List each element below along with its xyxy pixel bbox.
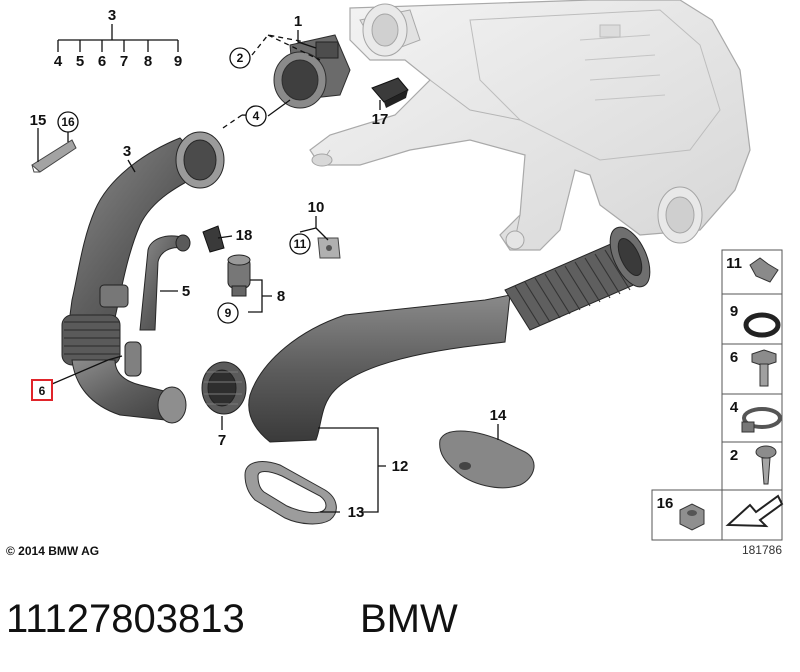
callout-15: 15: [30, 112, 47, 129]
callout-18: 18: [236, 227, 253, 244]
o-ring-icon: [743, 312, 781, 338]
hose-clamp-icon: [742, 407, 782, 429]
callout-8: 8: [277, 288, 285, 305]
legend-label: 6: [730, 349, 738, 366]
rubber-sleeve: [201, 361, 247, 415]
callout-labels: 3 4 5 6 7 8 9 1 2 4 17 15 16 3 18 5 8 9 …: [30, 7, 507, 521]
callout-7: 7: [218, 432, 226, 449]
connector-plug: [371, 77, 409, 108]
part-number: 11127803813: [6, 597, 245, 641]
holding-clip: [31, 139, 77, 173]
callout-circle: [229, 47, 251, 69]
callout-circle: [57, 111, 79, 133]
callout-6: 6: [39, 384, 46, 398]
seal-frame: [244, 461, 337, 525]
valve-assembly: [202, 225, 251, 297]
subitem-label: 9: [174, 53, 182, 70]
screw-icon: [755, 445, 777, 459]
intake-manifold-housing: [309, 0, 751, 251]
callout-17: 17: [372, 111, 389, 128]
intake-hose: [61, 131, 225, 424]
subitem-label: 4: [54, 53, 63, 70]
callout-14: 14: [490, 407, 507, 424]
callout-11: 11: [294, 237, 307, 251]
air-duct: [248, 226, 651, 443]
callout-4: 4: [253, 109, 260, 123]
legend-label: 2: [730, 447, 738, 464]
callout-circle: [245, 105, 267, 127]
callout-3-top: 3: [108, 7, 116, 24]
arrow-icon: [725, 494, 784, 528]
subitem-label: 8: [144, 53, 152, 70]
spring-nut-icon: [749, 257, 779, 283]
legend-label: 11: [726, 255, 742, 272]
small-hose: [139, 234, 191, 331]
callout-13: 13: [348, 504, 365, 521]
callout-circle: [217, 302, 239, 324]
image-number: 181786: [742, 543, 782, 557]
copyright: © 2014 BMW AG: [6, 544, 99, 558]
fastener-legend: 11 9 6 4 2 16 181786: [651, 249, 784, 557]
bracket: [317, 237, 341, 259]
legend-label: 9: [730, 303, 738, 320]
callout-2: 2: [237, 51, 244, 65]
collar-nut-icon: [679, 503, 705, 531]
callout-12: 12: [392, 458, 409, 475]
subitem-label: 5: [76, 53, 84, 70]
screw-shaft-icon: [761, 457, 771, 485]
subitem-label: 6: [98, 53, 106, 70]
callout-3: 3: [123, 143, 131, 160]
brand-name: BMW: [360, 597, 458, 641]
subitem-label: 7: [120, 53, 128, 70]
callout-1: 1: [294, 13, 302, 30]
clamp-screw-icon: [741, 421, 755, 433]
callout-10: 10: [308, 199, 325, 216]
air-mass-meter: [273, 34, 351, 109]
callout-9: 9: [225, 306, 232, 320]
callout-5: 5: [182, 283, 190, 300]
bolt-shaft-icon: [759, 363, 769, 387]
legend-label: 4: [730, 399, 739, 416]
callout-circle: [289, 233, 311, 255]
cover-cap: [439, 430, 535, 489]
highlighted-part-box[interactable]: [31, 379, 53, 401]
callout-16: 16: [61, 115, 75, 129]
legend-label: 16: [657, 495, 674, 512]
